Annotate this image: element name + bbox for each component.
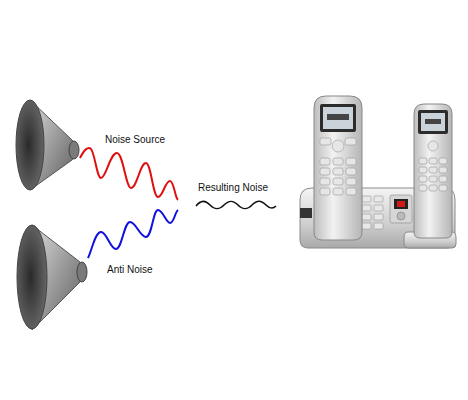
- noise-wave: [80, 148, 178, 200]
- anti-noise-wave: [88, 210, 178, 258]
- speaker-icon: [16, 100, 79, 190]
- resulting-wave: [196, 201, 276, 209]
- wave-label: Anti Noise: [107, 264, 153, 276]
- phone-photo: [300, 96, 456, 248]
- wave-label: Noise Source: [105, 134, 165, 146]
- speaker-icon: [17, 225, 87, 330]
- wave-label: Resulting Noise: [198, 182, 268, 194]
